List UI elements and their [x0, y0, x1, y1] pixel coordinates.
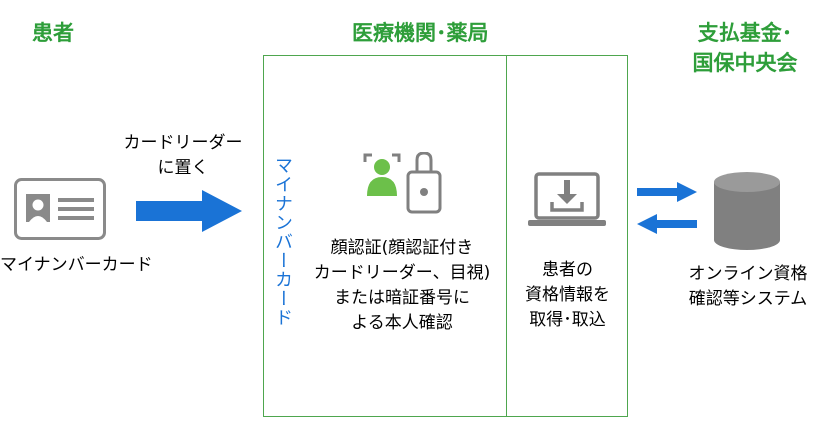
acquire-line-1: 患者の [542, 260, 593, 280]
system-line-2: 確認等システム [688, 289, 808, 309]
card-reader-instruction: カードリーダー に置く [113, 132, 253, 179]
acquire-line-2: 資格情報を [525, 285, 610, 305]
panel-divider [506, 55, 507, 417]
vertical-card-label: マイナンバーカード [272, 156, 293, 327]
auth-line-4: よる本人確認 [351, 313, 453, 333]
card-reader-icon [404, 151, 444, 214]
auth-line-1: 顔認証(顔認証付き [330, 238, 474, 258]
response-arrow [637, 214, 697, 234]
auth-line-3: または暗証番号に [334, 288, 470, 308]
online-qualification-system-label: オンライン資格 確認等システム [668, 262, 828, 312]
my-number-card-label: マイナンバーカード [0, 255, 153, 275]
place-card-arrow [136, 190, 242, 232]
id-card-icon [14, 178, 106, 240]
identity-verification-text: 顔認証(顔認証付き カードリーダー、目視) または暗証番号に よる本人確認 [296, 236, 508, 336]
payment-fund-title-line1: 支払基金･ [697, 21, 793, 45]
patient-title: 患者 [32, 21, 74, 45]
payment-fund-title: 支払基金･ 国保中央会 [670, 20, 820, 76]
acquire-qualification-text: 患者の 資格情報を 取得･取込 [510, 258, 625, 333]
payment-fund-title-line2: 国保中央会 [692, 51, 798, 75]
acquire-line-3: 取得･取込 [529, 310, 606, 330]
card-reader-instruction-line2: に置く [157, 158, 209, 178]
laptop-download-icon [528, 172, 606, 232]
card-reader-instruction-line1: カードリーダー [123, 133, 243, 153]
request-arrow [637, 182, 697, 202]
face-auth-icon [363, 152, 403, 196]
auth-line-2: カードリーダー、目視) [313, 263, 491, 283]
medical-institution-title: 医療機関･薬局 [352, 21, 489, 45]
medical-institution-panel [263, 55, 628, 417]
database-icon [712, 170, 782, 252]
system-line-1: オンライン資格 [688, 264, 808, 284]
